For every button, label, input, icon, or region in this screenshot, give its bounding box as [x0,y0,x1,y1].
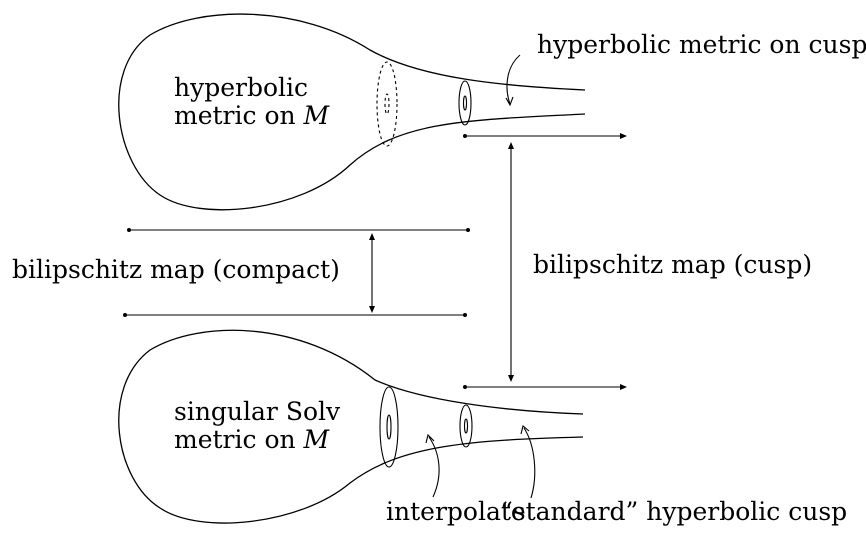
bottom-region-label-line1: singular Solv [174,397,341,426]
cusp-map-diagram [508,142,514,382]
bottom-cusp-cross-section [459,404,473,448]
top-cusp-pointer [506,54,521,105]
top-cusp-pointer-head [505,96,514,107]
compact-upper-right-dot [466,228,470,232]
bottom-solv-cross-section [379,386,399,468]
top-region-label-line2: metric on M [174,101,331,130]
top-region-label-line1: hyperbolic [174,73,308,102]
top-manifold [118,13,586,211]
bottom-cusp-inner-core [463,418,469,434]
cusp-map-arrowhead-up [508,142,514,149]
compact-lower-left-dot [123,313,127,317]
bottom-solv-inner-core [386,414,392,440]
standard-cusp-label: “standard” hyperbolic cusp [500,497,847,526]
top-dashed-inner-core [384,93,390,115]
cusp-map-label: bilipschitz map (cusp) [533,250,812,279]
compact-upper-left-dot [127,228,131,232]
top-cusp-ray-arrowhead [620,133,627,139]
top-cusp-label: hyperbolic metric on cusp [537,30,866,59]
compact-map-arrowhead-down [369,306,375,313]
compact-map-label: bilipschitz map (compact) [12,255,340,284]
bottom-cusp-ray-arrowhead [620,384,627,390]
compact-map-arrowhead-up [369,233,375,240]
top-dashed-cross-section [376,61,398,147]
interpolate-pointer [428,436,440,498]
standard-cusp-pointer-head [520,425,530,435]
top-manifold-outline [118,13,586,211]
compact-map-diagram [123,228,470,317]
top-cusp-inner-core [462,95,468,111]
bottom-manifold [118,329,584,524]
bottom-cusp-ray-dot [463,385,467,389]
bottom-manifold-outline [118,329,584,524]
top-cusp-ray-dot [463,134,467,138]
interpolate-label: interpolate [386,497,526,526]
cusp-map-arrowhead-down [508,375,514,382]
top-cusp-cross-section [458,80,472,126]
bottom-region-label-line2: metric on M [174,425,331,454]
standard-cusp-pointer [523,427,536,499]
interpolate-pointer-head [425,433,435,444]
compact-lower-right-dot [463,313,467,317]
